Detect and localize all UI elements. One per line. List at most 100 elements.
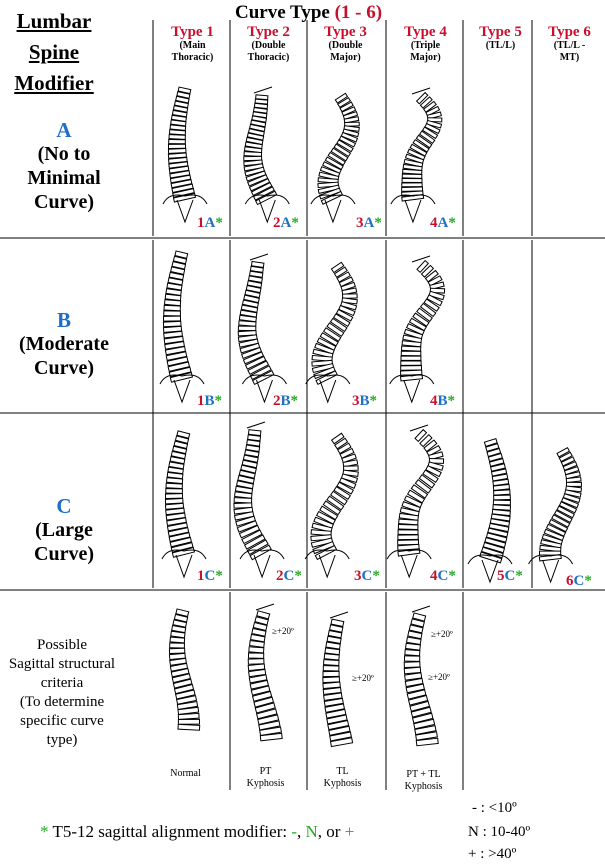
- spine-drawings: [159, 86, 583, 748]
- vertebra: [553, 509, 573, 524]
- code-2c: 2C*: [276, 568, 302, 584]
- sacrum-outline: [253, 554, 271, 579]
- vertebra: [234, 491, 253, 499]
- vertebra: [236, 520, 258, 533]
- vertebra: [339, 101, 354, 113]
- code-1b: 1B*: [197, 393, 223, 409]
- vertebra: [325, 641, 341, 650]
- vertebra: [169, 536, 193, 548]
- vertebra: [322, 665, 340, 672]
- vertebra: [548, 518, 569, 533]
- sacrum-outline: [404, 199, 422, 224]
- vertebra: [566, 481, 582, 487]
- vertebra: [233, 511, 255, 521]
- vertebra: [162, 320, 182, 328]
- vertebra: [238, 469, 256, 479]
- pelvis-outline: [467, 554, 513, 565]
- vertebra: [316, 337, 337, 351]
- vertebra: [400, 365, 423, 371]
- vertebra: [492, 499, 511, 506]
- vertebra: [412, 138, 430, 153]
- vertebra: [333, 143, 352, 158]
- vertebra: [249, 265, 264, 273]
- vertebra: [422, 100, 437, 113]
- spine: [305, 261, 358, 404]
- vertebra: [423, 298, 440, 312]
- vertebra: [257, 714, 280, 726]
- vertebra: [162, 325, 183, 333]
- vertebra: [247, 658, 265, 665]
- sacrum-outline: [400, 554, 418, 579]
- vertebra: [248, 668, 267, 678]
- vertebra: [330, 432, 345, 445]
- vertebra: [237, 330, 257, 337]
- vertebra: [246, 280, 263, 289]
- vertebra: [177, 706, 200, 716]
- sacrum-outline: [481, 559, 499, 584]
- vertebra: [408, 624, 424, 634]
- spine: [528, 446, 583, 584]
- vertebra: [324, 647, 341, 656]
- vertebra: [329, 731, 352, 742]
- vertebra: [336, 481, 355, 495]
- vertebra: [259, 726, 282, 736]
- pelvis-outline: [162, 194, 208, 205]
- vertebra: [240, 346, 263, 359]
- pelvis-outline: [389, 374, 435, 385]
- vertebra: [175, 689, 196, 700]
- code-3a: 3A*: [356, 215, 382, 231]
- tilt-line: [249, 253, 269, 261]
- vertebra: [419, 433, 433, 448]
- spine: [168, 608, 201, 731]
- vertebra: [401, 173, 423, 179]
- vertebra: [249, 679, 269, 690]
- vertebra: [241, 299, 259, 309]
- vertebra: [174, 435, 190, 444]
- vertebra: [167, 277, 184, 286]
- vertebra: [165, 351, 188, 361]
- vertebra: [248, 639, 265, 648]
- vertebra: [487, 452, 503, 463]
- vertebra: [244, 141, 263, 150]
- vertebra: [418, 130, 436, 144]
- vertebra: [562, 493, 581, 504]
- vertebra: [407, 630, 423, 640]
- vertebra: [401, 182, 423, 188]
- vertebra: [326, 322, 345, 337]
- spine: [386, 424, 445, 579]
- vertebra: [176, 91, 191, 99]
- vertebra: [172, 678, 193, 689]
- spine: [389, 255, 446, 404]
- vertebra: [172, 255, 188, 265]
- code-1c: 1C*: [197, 568, 223, 584]
- vertebra: [239, 342, 261, 354]
- vertebra: [425, 119, 443, 129]
- vertebra: [415, 737, 439, 747]
- vertebra: [250, 119, 267, 128]
- vertebra: [408, 317, 427, 332]
- vertebra: [556, 446, 571, 458]
- vertebra: [250, 260, 265, 268]
- vertebra: [323, 697, 344, 707]
- vertebra: [235, 515, 257, 527]
- vertebra: [171, 625, 187, 634]
- vertebra: [255, 190, 278, 206]
- vertebra: [322, 327, 342, 342]
- vertebra: [338, 135, 357, 148]
- pelvis-outline: [390, 194, 436, 205]
- vertebra: [400, 355, 422, 361]
- vertebra: [318, 171, 340, 181]
- vertebra: [336, 271, 351, 283]
- vertebra: [166, 477, 184, 485]
- vertebra: [238, 524, 261, 539]
- pelvis-outline: [528, 554, 574, 565]
- vertebra: [311, 522, 333, 533]
- vertebra: [312, 348, 334, 359]
- vertebra: [176, 695, 198, 705]
- vertebra: [485, 442, 500, 453]
- vertebra: [565, 471, 581, 480]
- vertebra: [339, 447, 355, 459]
- vertebra: [420, 264, 435, 278]
